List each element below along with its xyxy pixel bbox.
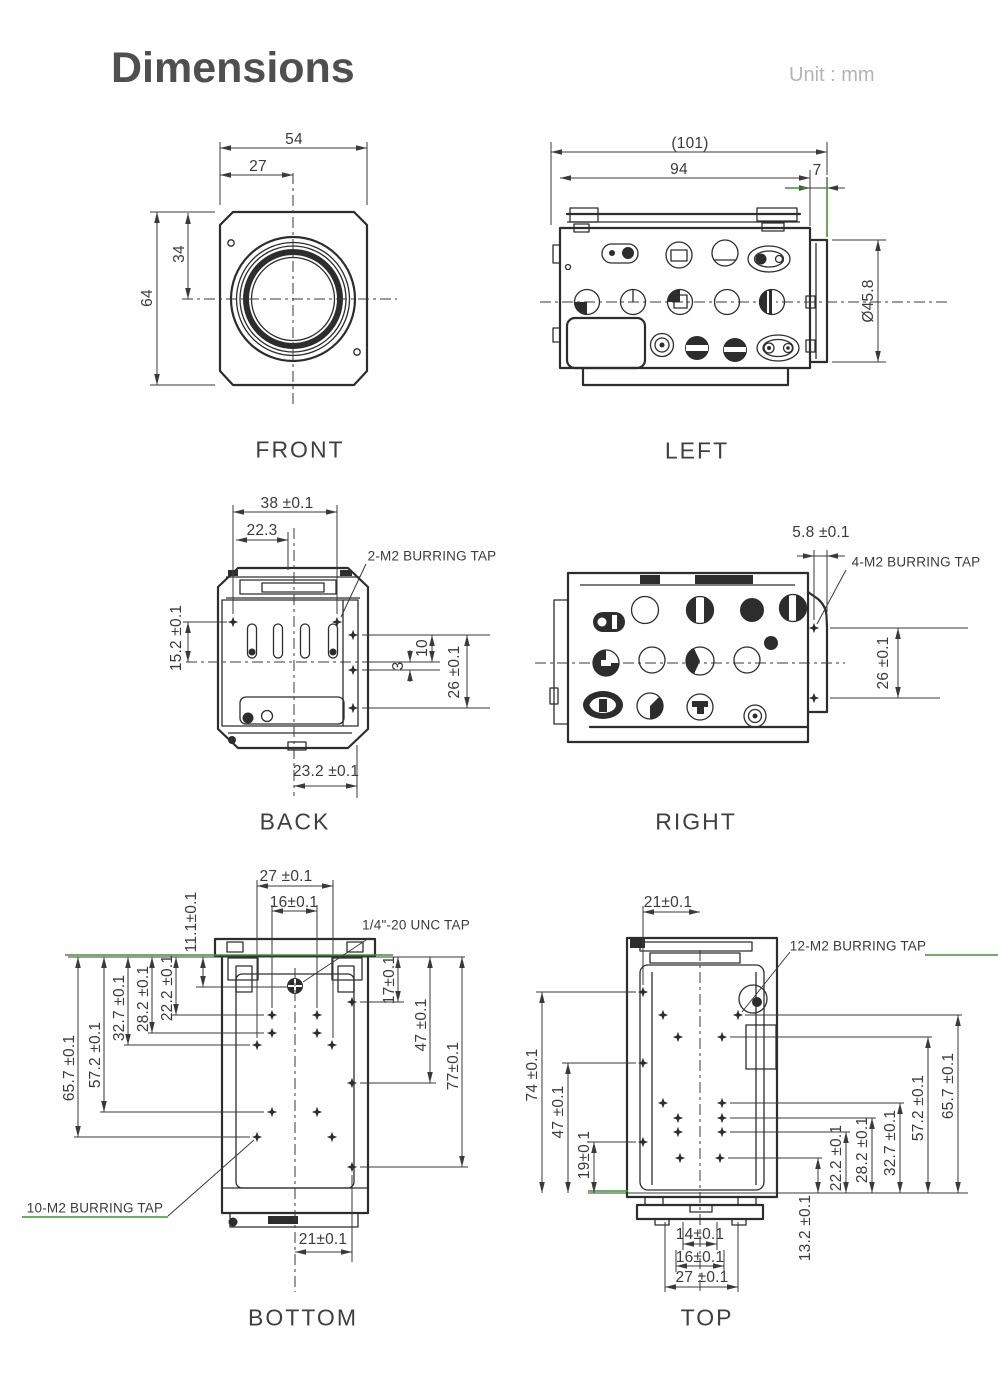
left-view-drawing — [540, 142, 950, 387]
dim-top-bottom-span1: 14±0.1 — [675, 1226, 725, 1243]
callout-right-burring-tap: 4-M2 BURRING TAP — [851, 554, 981, 570]
caption-back: BACK — [259, 808, 331, 835]
dim-back-center-offset: 23.2 ±0.1 — [292, 763, 360, 780]
top-view-drawing — [536, 906, 998, 1295]
right-view-drawing — [535, 550, 968, 744]
dim-top-left-row1: 74 ±0.1 — [524, 1048, 541, 1102]
caption-front: FRONT — [255, 436, 345, 463]
dim-back-side-tap-pitch-upper: 10 — [414, 639, 431, 657]
page-title: Dimensions — [111, 44, 355, 92]
dim-bottom-right-row1: 17±0.1 — [381, 955, 398, 1005]
dim-top-left-row2: 47 ±0.1 — [550, 1085, 567, 1139]
dim-front-lens-offset-y: 34 — [171, 245, 188, 263]
dim-bottom-tap-span-inner: 16±0.1 — [269, 894, 319, 911]
dim-top-right-row1: 22.2 ±0.1 — [828, 1124, 845, 1192]
dim-front-overall-height: 64 — [139, 289, 156, 307]
dim-bottom-right-row2: 47 ±0.1 — [413, 998, 430, 1052]
dim-back-vent-offset: 22.3 — [246, 522, 278, 539]
dim-top-right-row2: 28.2 ±0.1 — [854, 1116, 871, 1184]
dim-left-lens-protrusion: 7 — [812, 162, 822, 179]
dim-top-top-span: 21±0.1 — [643, 894, 693, 911]
dim-top-right-row3: 32.7 ±0.1 — [882, 1109, 899, 1177]
dim-top-right-row4: 57.2 ±0.1 — [910, 1074, 927, 1142]
dim-left-overall-depth: (101) — [671, 135, 709, 152]
callout-top-burring-tap: 12-M2 BURRING TAP — [789, 938, 927, 954]
dim-bottom-left-row1: 22.2 ±0.1 — [159, 954, 176, 1022]
dim-bottom-left-row3: 32.7 ±0.1 — [111, 974, 128, 1042]
dim-left-lens-diameter: Ø45.8 — [860, 279, 877, 323]
dim-back-tap-span-width: 38 ±0.1 — [260, 495, 314, 512]
dim-right-tap-span: 26 ±0.1 — [875, 636, 892, 690]
dim-top-bottom-span2: 16±0.1 — [675, 1249, 725, 1266]
back-view-drawing — [183, 505, 490, 798]
dim-back-side-tap-pitch-lower: 3 — [390, 661, 407, 671]
dim-back-tap-offset-top: 15.2 ±0.1 — [168, 604, 185, 672]
caption-left: LEFT — [664, 437, 730, 464]
callout-bottom-unc-tap: 1/4"-20 UNC TAP — [362, 917, 470, 933]
dim-back-side-tap-span: 26 ±0.1 — [446, 645, 463, 699]
dim-front-overall-width: 54 — [285, 131, 303, 148]
dim-bottom-left-row2: 28.2 ±0.1 — [135, 965, 152, 1033]
caption-top: TOP — [680, 1304, 734, 1331]
callout-bottom-burring-tap: 10-M2 BURRING TAP — [26, 1200, 164, 1216]
dim-bottom-left-row5: 65.7 ±0.1 — [61, 1034, 78, 1102]
caption-bottom: BOTTOM — [248, 1304, 358, 1331]
dim-left-body-depth: 94 — [670, 161, 688, 178]
dim-top-right-row5: 65.7 ±0.1 — [940, 1052, 957, 1120]
dim-bottom-bottom-span: 21±0.1 — [298, 1231, 348, 1248]
dim-top-left-row3: 19±0.1 — [576, 1130, 593, 1180]
dim-bottom-left-row4: 57.2 ±0.1 — [87, 1021, 104, 1089]
dim-bottom-unc-offset: 11.1±0.1 — [183, 891, 200, 953]
dim-front-lens-offset-x: 27 — [249, 158, 267, 175]
dim-bottom-tap-span-outer: 27 ±0.1 — [259, 868, 313, 885]
bottom-view-drawing — [22, 880, 468, 1292]
dim-top-front-offset: 13.2 ±0.1 — [797, 1194, 814, 1262]
callout-back-burring-tap: 2-M2 BURRING TAP — [367, 548, 497, 564]
unit-label: Unit : mm — [789, 64, 875, 86]
dim-top-bottom-span3: 27 ±0.1 — [675, 1269, 729, 1286]
dim-right-tap-offset-rear: 5.8 ±0.1 — [792, 524, 850, 541]
dim-bottom-right-row3: 77±0.1 — [445, 1041, 462, 1091]
front-view-drawing — [150, 142, 397, 407]
caption-right: RIGHT — [655, 808, 737, 835]
